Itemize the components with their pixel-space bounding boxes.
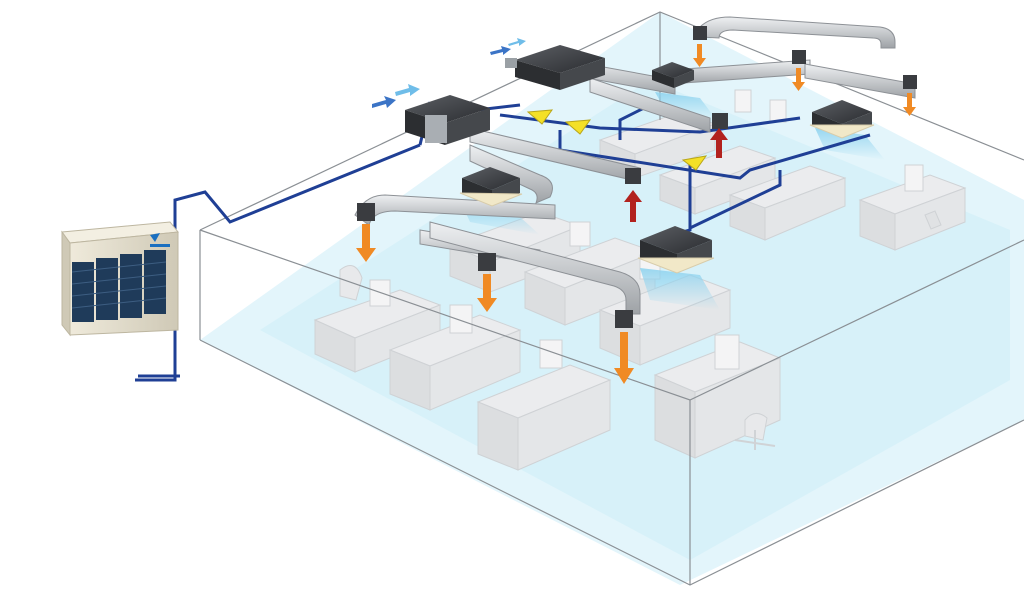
desk-cluster-front-left [313, 265, 612, 471]
outdoor-unit [61, 221, 179, 337]
supply-arrow-icon [792, 68, 805, 91]
diffuser-icon [625, 168, 641, 184]
diffuser-icon [615, 310, 633, 328]
cassette-unit-2 [637, 226, 715, 274]
diffuser-icon [792, 50, 806, 64]
diffusers [357, 26, 917, 328]
heat-recovery-ventilator-upper [505, 45, 605, 90]
supply-arrows [356, 44, 916, 384]
return-arrows [624, 128, 728, 222]
desk-manager [653, 334, 782, 459]
supply-arrow-icon [614, 332, 634, 384]
flow-direction-icon [564, 119, 592, 135]
brand-logo-icon [150, 233, 170, 247]
fresh-air-arrow-icon [490, 46, 511, 55]
return-arrow-icon [710, 128, 728, 158]
diffuser-icon [903, 75, 917, 89]
exhaust-air-arrow-icon [508, 38, 526, 46]
fresh-air-arrow-icon [372, 96, 396, 108]
heat-recovery-ventilator-lower [405, 95, 490, 145]
supply-arrow-icon [903, 93, 916, 116]
supply-arrow-icon [477, 274, 497, 312]
indoor-units [405, 45, 875, 274]
room-walls [199, 11, 1024, 586]
exhaust-air-arrow-icon [395, 84, 420, 96]
cassette-unit-3 [809, 100, 875, 139]
cassette-unit-1 [459, 167, 523, 207]
return-arrow-icon [624, 190, 642, 222]
supply-arrow-icon [693, 44, 706, 67]
supply-arrow-icon [356, 224, 376, 262]
refrigerant-piping [135, 101, 871, 382]
diffuser-icon [478, 253, 496, 271]
desk-cluster-right [858, 164, 967, 251]
diffuser-icon [712, 113, 728, 129]
cassette-unit-4 [652, 62, 694, 88]
flow-direction-icon [681, 155, 708, 171]
diffuser-icon [693, 26, 707, 40]
flow-markers [526, 109, 708, 171]
diffuser-icon [357, 203, 375, 221]
ventilation-arrows [372, 38, 526, 108]
duct-network [354, 16, 916, 315]
flow-direction-icon [526, 109, 554, 125]
